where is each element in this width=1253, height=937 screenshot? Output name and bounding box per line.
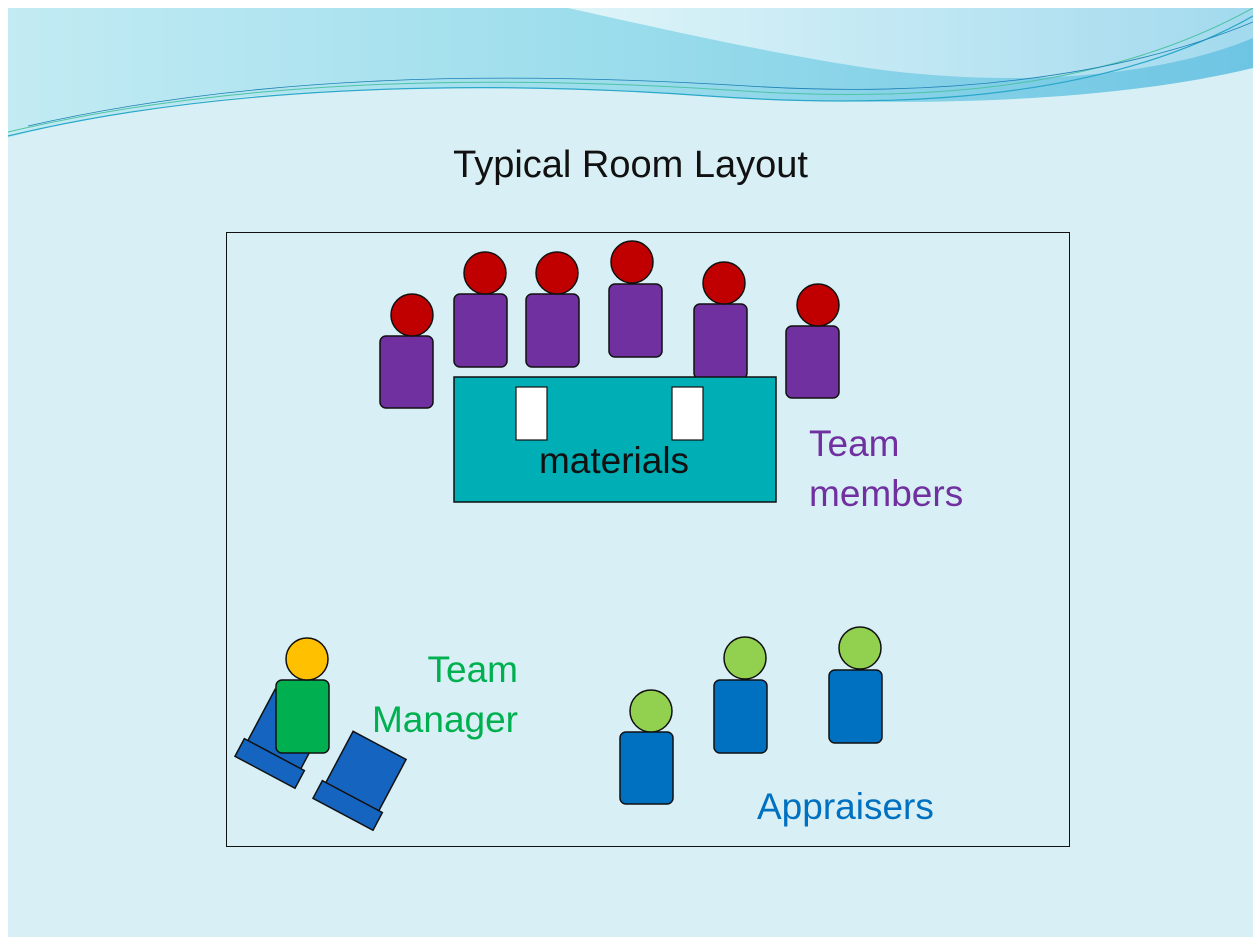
appraiser-3 <box>828 626 883 744</box>
team-member-6 <box>785 283 840 399</box>
slide-title: Typical Room Layout <box>453 144 808 186</box>
materials-sheet-2 <box>671 386 704 441</box>
team-member-2 <box>453 251 508 368</box>
decorative-wave-banner <box>8 8 1253 138</box>
team-member-3 <box>525 251 580 368</box>
team-members-label-line-2: members <box>809 473 964 514</box>
team-member-5 <box>693 261 748 380</box>
team-manager-label: Team Manager <box>338 645 518 745</box>
team-members-label: Team members <box>809 419 963 519</box>
appraisers-label: Appraisers <box>757 786 934 827</box>
team-manager-label-line-1: Team <box>427 649 518 690</box>
room-outline <box>226 232 1070 847</box>
team-manager-label-line-2: Manager <box>371 699 518 740</box>
slide: Typical Room Layout <box>8 8 1253 937</box>
materials-sheet-1 <box>515 386 548 441</box>
materials-table <box>453 376 777 503</box>
room-layout-scene: materials <box>233 240 883 832</box>
team-member-1 <box>379 293 434 409</box>
materials-label: materials <box>539 440 689 481</box>
chair-2 <box>311 730 408 832</box>
team-member-4 <box>608 240 663 358</box>
appraiser-1 <box>619 689 674 805</box>
team-manager-figure <box>275 637 330 754</box>
team-members-label-line-1: Team <box>809 423 900 464</box>
appraiser-2 <box>713 636 768 754</box>
